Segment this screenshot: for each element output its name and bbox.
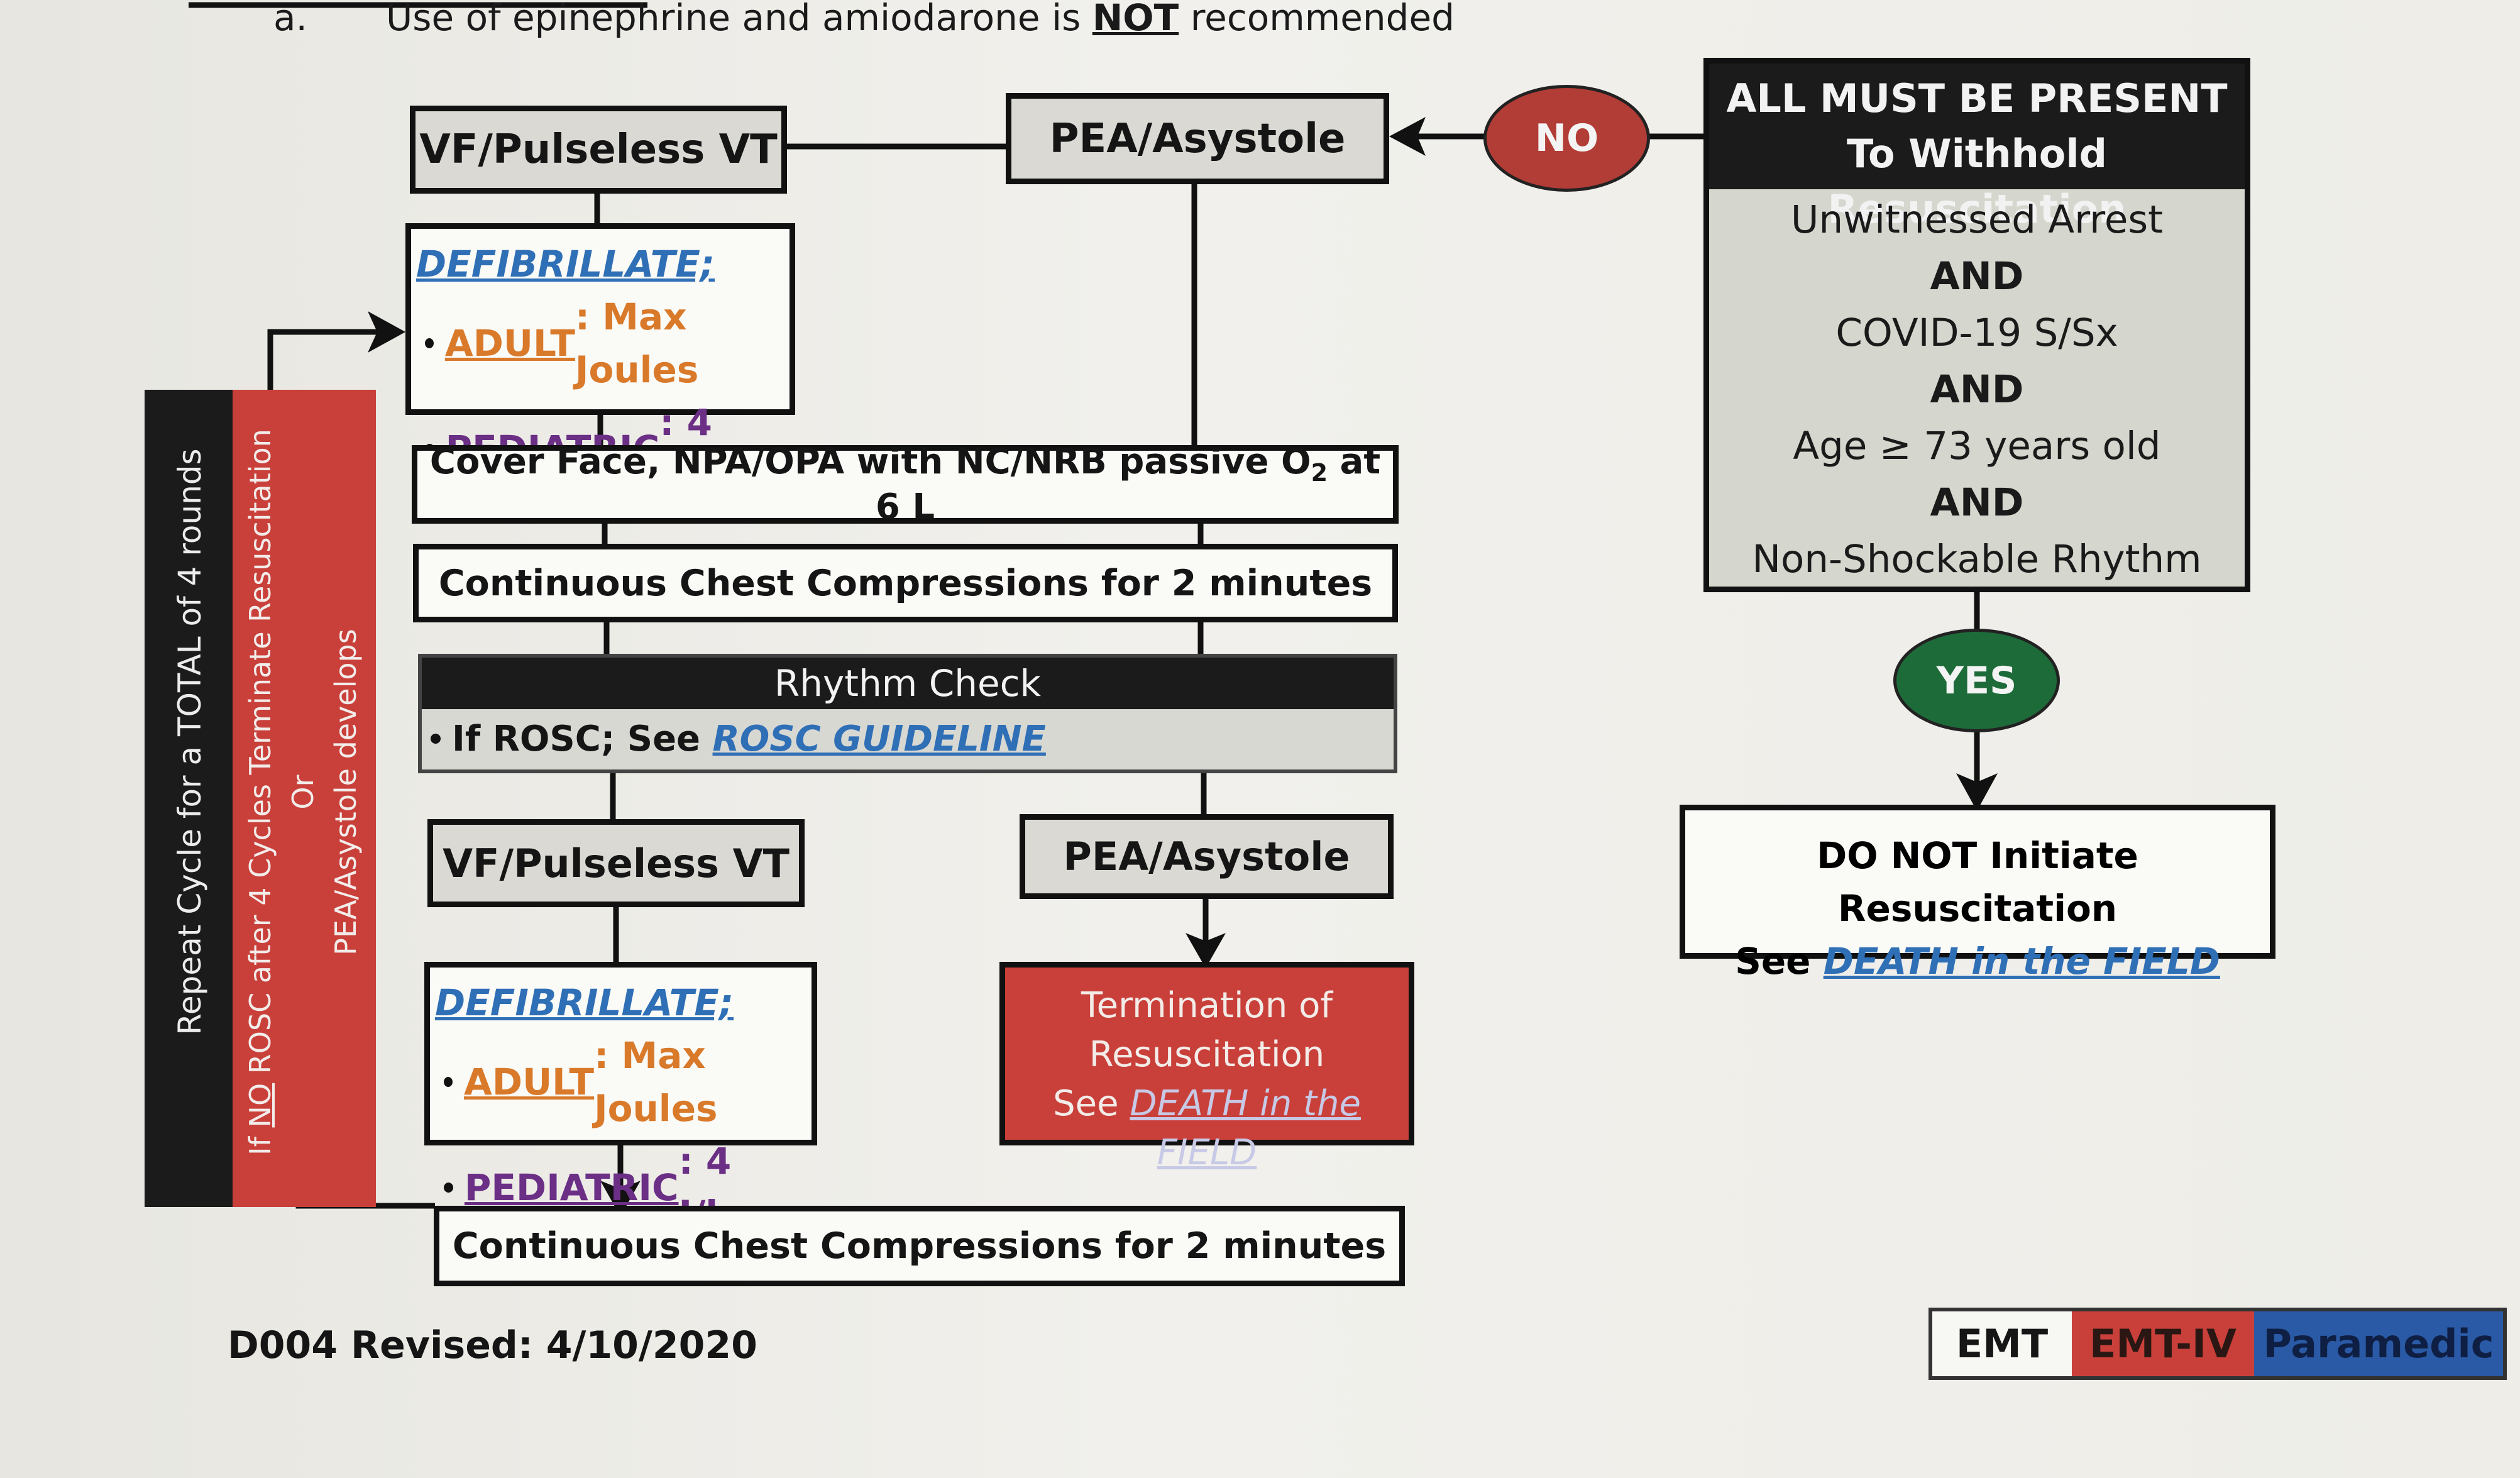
compressions-box-top: Continuous Chest Compressions for 2 minu…	[413, 544, 1398, 622]
adult-label-top: ADULT	[444, 322, 575, 365]
legend-paramedic: Paramedic	[2254, 1311, 2503, 1376]
withhold-header-line1: ALL MUST BE PRESENT	[1726, 75, 2228, 121]
repeat-cycle-text: Repeat Cycle for a TOTAL of 4 rounds	[172, 448, 208, 1035]
cover-face-sub: 2	[1311, 459, 1328, 487]
pediatric-label-mid: PEDIATRIC	[464, 1166, 679, 1209]
do-not-initiate-box: DO NOT Initiate Resuscitation See DEATH …	[1680, 805, 2275, 983]
do-not-initiate-text: DO NOT Initiate Resuscitation	[1817, 834, 2138, 930]
adult-value-top: : Max Joules	[575, 295, 699, 391]
termination-box: Termination of Resuscitation See DEATH i…	[999, 962, 1414, 1173]
note-text-before: Use of epinephrine and amiodarone is	[385, 0, 1092, 39]
defib-title-top[interactable]: DEFIBRILLATE;	[416, 243, 715, 285]
criteria-unwitnessed: Unwitnessed Arrest	[1790, 197, 2164, 242]
cover-face-suffix: at 6 L	[875, 441, 1381, 528]
terminate-line2: Or	[286, 775, 320, 810]
cover-face-box: Cover Face, NPA/OPA with NC/NRB passive …	[412, 441, 1399, 527]
legend-emt: EMT	[1932, 1311, 2072, 1376]
certification-legend: EMT EMT-IV Paramedic	[1929, 1308, 2507, 1380]
bullet-icon	[425, 338, 434, 348]
pea-asystole-top: PEA/Asystole	[1006, 93, 1389, 184]
legend-emt-iv: EMT-IV	[2072, 1311, 2254, 1376]
rosc-row: If ROSC; See ROSC GUIDELINE	[422, 709, 1394, 768]
arrowhead-defib-bottom	[600, 1181, 641, 1216]
criteria-and-3: AND	[1930, 480, 2024, 525]
red-line1-prefix: If	[243, 1127, 277, 1155]
termination-line2: Resuscitation	[1089, 1034, 1325, 1075]
compressions-box-bottom: Continuous Chest Compressions for 2 minu…	[434, 1206, 1405, 1286]
see-prefix: See	[1735, 940, 1824, 983]
no-label: NO	[1534, 116, 1599, 160]
rosc-guideline-link[interactable]: ROSC GUIDELINE	[712, 718, 1046, 759]
red-line1-no: NO	[243, 1083, 277, 1128]
withhold-header: ALL MUST BE PRESENT To Withhold Resuscit…	[1709, 63, 2245, 232]
revised-date: D004 Revised: 4/10/2020	[228, 1323, 757, 1367]
withhold-criteria-box: ALL MUST BE PRESENT To Withhold Resuscit…	[1703, 58, 2250, 592]
top-note: a. Use of epinephrine and amiodarone is …	[273, 0, 1455, 39]
bullet-icon	[444, 1077, 453, 1087]
withhold-header-line2: To Withhold Resuscitation	[1827, 131, 2127, 232]
note-label: a.	[273, 0, 307, 39]
criteria-age: Age ≥ 73 years old	[1793, 424, 2161, 468]
termination-line1: Termination of	[1081, 985, 1333, 1026]
compressions-top-text: Continuous Chest Compressions for 2 minu…	[438, 562, 1373, 604]
criteria-list: Unwitnessed Arrest AND COVID-19 S/Sx AND…	[1709, 189, 2245, 588]
arrowhead-pea-term	[1186, 933, 1226, 968]
arrowhead-no	[1389, 117, 1426, 156]
pea-top-label: PEA/Asystole	[1049, 115, 1346, 162]
yes-label: YES	[1936, 658, 2017, 703]
criteria-and-1: AND	[1930, 254, 2024, 299]
adult-value-mid: : Max Joules	[594, 1034, 718, 1130]
bullet-icon	[444, 1183, 453, 1193]
criteria-covid: COVID-19 S/Sx	[1835, 311, 2118, 355]
compressions-bottom-text: Continuous Chest Compressions for 2 minu…	[452, 1225, 1387, 1267]
terminate-line1: If NO ROSC after 4 Cycles Terminate Resu…	[239, 402, 282, 1182]
termination-death-link[interactable]: DEATH in the FIELD	[1130, 1083, 1361, 1173]
no-oval: NO	[1483, 85, 1650, 192]
vf-top-label: VF/Pulseless VT	[419, 126, 778, 173]
repeat-cycle-bar	[145, 390, 233, 1207]
terminate-condition-text: If NO ROSC after 4 Cycles Terminate Resu…	[239, 402, 367, 1182]
arrowhead-yes	[1956, 773, 1998, 811]
vf-pulseless-vt-top: VF/Pulseless VT	[410, 106, 787, 194]
note-not: NOT	[1092, 0, 1179, 39]
terminate-condition-bar	[233, 390, 376, 1207]
red-line1-suffix: ROSC after 4 Cycles Terminate Resuscitat…	[243, 429, 277, 1083]
cover-face-prefix: Cover Face, NPA/OPA with NC/NRB passive …	[429, 441, 1311, 482]
terminate-line3: PEA/Asystole develops	[329, 629, 363, 956]
note-text-after: recommended	[1179, 0, 1455, 39]
pea-asystole-mid: PEA/Asystole	[1020, 814, 1394, 899]
death-in-field-link[interactable]: DEATH in the FIELD	[1823, 940, 2220, 983]
vf-pulseless-vt-mid: VF/Pulseless VT	[427, 819, 805, 907]
defibrillate-top-box: DEFIBRILLATE; ADULT: Max Joules PEDIATRI…	[405, 223, 795, 497]
defibrillate-mid-box: DEFIBRILLATE; ADULT: Max Joules PEDIATRI…	[424, 962, 817, 1235]
yes-oval: YES	[1893, 629, 2060, 732]
vf-mid-label: VF/Pulseless VT	[443, 840, 790, 886]
pea-mid-label: PEA/Asystole	[1063, 834, 1350, 880]
rhythm-check-box: Rhythm Check If ROSC; See ROSC GUIDELINE	[418, 654, 1397, 773]
cover-face-text: Cover Face, NPA/OPA with NC/NRB passive …	[417, 441, 1393, 527]
criteria-and-2: AND	[1930, 367, 2024, 412]
line-loop-up	[267, 329, 377, 390]
rosc-prefix: If ROSC; See	[452, 718, 713, 759]
defib-title-mid[interactable]: DEFIBRILLATE;	[435, 981, 734, 1024]
termination-see-prefix: See	[1053, 1083, 1130, 1124]
criteria-nonshockable: Non-Shockable Rhythm	[1752, 537, 2202, 582]
arrowhead-loop	[368, 311, 405, 353]
rhythm-check-header: Rhythm Check	[422, 658, 1394, 709]
adult-label-mid: ADULT	[464, 1061, 595, 1103]
bullet-icon	[431, 734, 441, 744]
